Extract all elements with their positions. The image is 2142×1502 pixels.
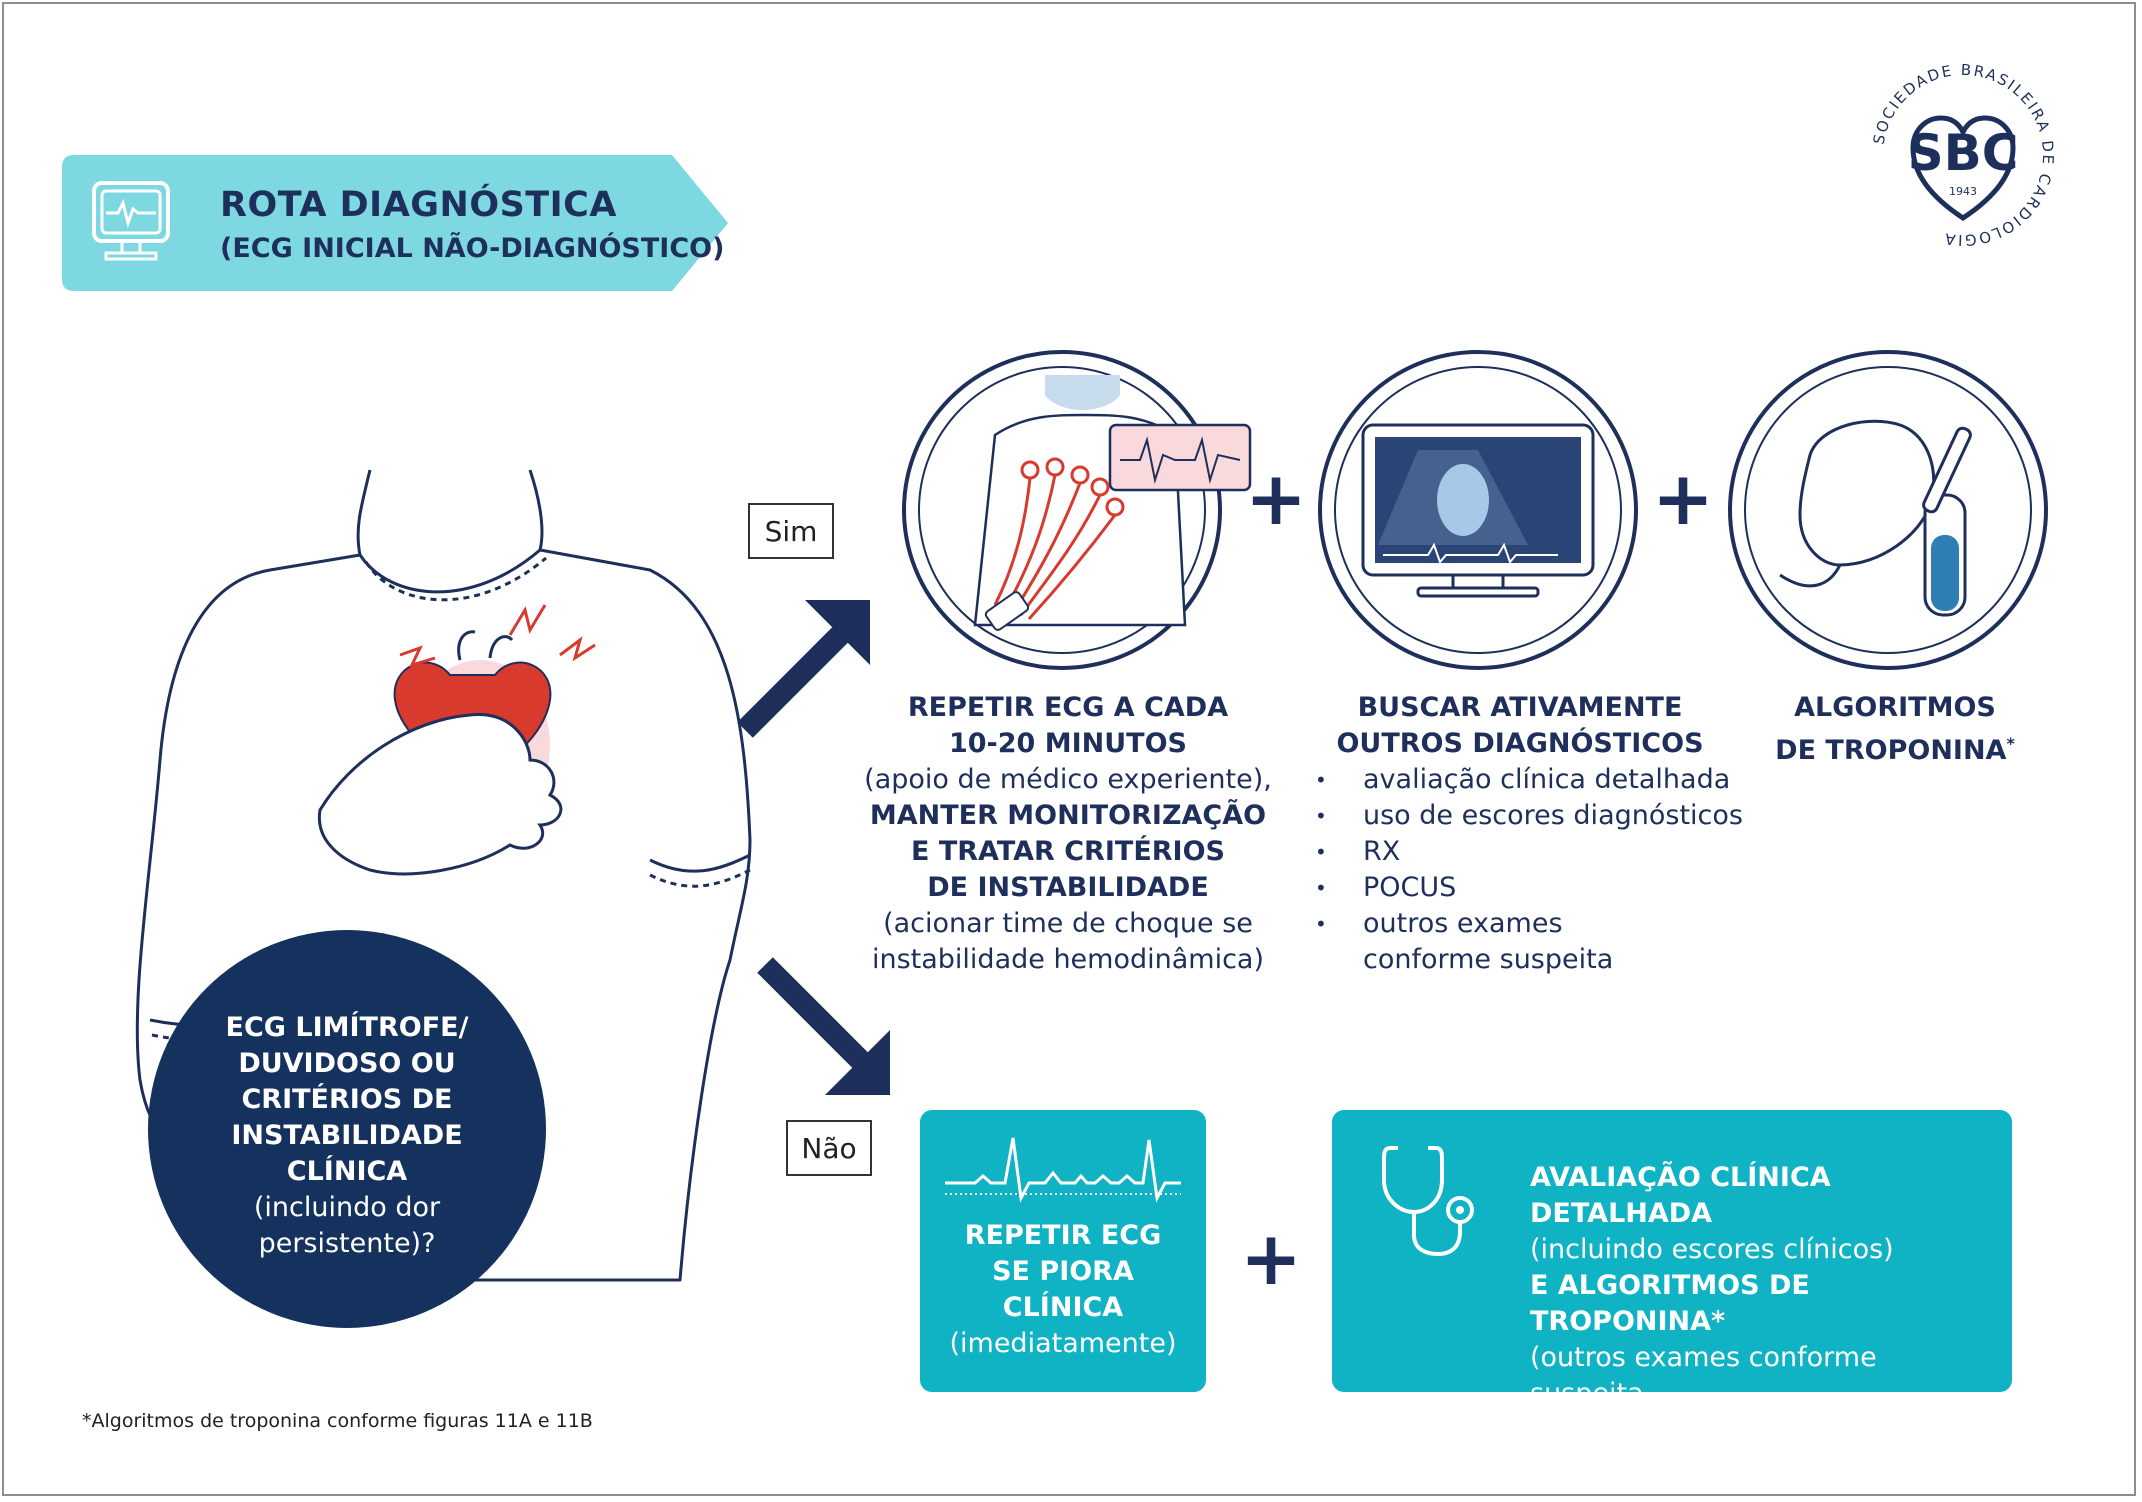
stethoscope-icon xyxy=(1382,1146,1474,1257)
other-diagnoses-list: avaliação clínica detalhada uso de escor… xyxy=(1315,762,1785,978)
sbc-logo: SOCIEDADE BRASILEIRA DE CARDIOLOGIA SBC … xyxy=(1868,60,2058,250)
pain-spark-icon xyxy=(399,604,596,668)
ecg-electrodes-icon xyxy=(973,375,1252,631)
yes-arrow xyxy=(737,600,870,738)
logo-year: 1943 xyxy=(1949,185,1977,198)
ecg-monitor-icon xyxy=(92,181,170,261)
question-text: ECG LIMÍTROFE/ DUVIDOSO OU CRITÉRIOS DE … xyxy=(148,1010,546,1262)
step-heading: BUSCAR ATIVAMENTE xyxy=(1357,692,1683,723)
step-heading: MANTER MONITORIZAÇÃO xyxy=(869,800,1267,831)
repeat-ecg-box xyxy=(920,1110,1206,1392)
box-note: (imediatamente) xyxy=(949,1328,1177,1359)
box-heading: CLÍNICA xyxy=(1002,1292,1124,1323)
plus-icon: + xyxy=(1245,456,1308,542)
list-item: uso de escores diagnósticos xyxy=(1315,798,1785,834)
plus-icon: + xyxy=(1240,1216,1303,1302)
box-heading: AVALIAÇÃO CLÍNICA DETALHADA xyxy=(1530,1162,1831,1229)
repeat-ecg-step: REPETIR ECG A CADA 10-20 MINUTOS (apoio … xyxy=(858,690,1278,978)
list-item: outros exames conforme suspeita xyxy=(1315,906,1693,978)
step-heading: ALGORITMOS xyxy=(1794,692,1996,723)
question-line: DUVIDOSO OU xyxy=(238,1048,456,1079)
clinical-evaluation-text: AVALIAÇÃO CLÍNICA DETALHADA (incluindo e… xyxy=(1530,1160,1990,1448)
list-item: POCUS xyxy=(1315,870,1785,906)
banner-subtitle: (ECG INICIAL NÃO-DIAGNÓSTICO) xyxy=(220,233,725,264)
footnote-mark: * xyxy=(2006,734,2015,753)
footnote: *Algoritmos de troponina conforme figura… xyxy=(82,1410,593,1432)
step-heading: E TRATAR CRITÉRIOS xyxy=(910,836,1225,867)
ultrasound-monitor-icon xyxy=(1361,423,1595,598)
circle-inner-ring xyxy=(918,366,1206,654)
step-note: instabilidade hemodinâmica) xyxy=(871,944,1265,975)
banner-title: ROTA DIAGNÓSTICA xyxy=(220,185,617,225)
question-line: CLÍNICA xyxy=(286,1156,408,1187)
other-diagnoses-heading: BUSCAR ATIVAMENTE OUTROS DIAGNÓSTICOS xyxy=(1300,690,1740,762)
blood-tube-icon xyxy=(1779,419,1972,617)
plus-icon: + xyxy=(1652,456,1715,542)
step-note: (apoio de médico experiente), xyxy=(864,764,1272,795)
step-heading: REPETIR ECG A CADA xyxy=(907,692,1229,723)
box-note: (incluindo escores clínicos) xyxy=(1530,1234,1894,1265)
box-note: diagnóstica) xyxy=(1530,1414,1697,1445)
circle-inner-ring xyxy=(1334,366,1622,654)
step-heading: OUTROS DIAGNÓSTICOS xyxy=(1336,728,1704,759)
list-item: RX xyxy=(1315,834,1785,870)
route-banner: ROTA DIAGNÓSTICA (ECG INICIAL NÃO-DIAGNÓ… xyxy=(62,155,728,291)
troponin-step: ALGORITMOS DE TROPONINA* xyxy=(1740,690,2050,769)
step-note: (acionar time de choque se xyxy=(883,908,1253,939)
yes-label: Sim xyxy=(748,503,834,559)
no-label: Não xyxy=(786,1120,872,1176)
box-heading: SE PIORA xyxy=(992,1256,1134,1287)
list-item: avaliação clínica detalhada xyxy=(1315,762,1785,798)
question-tail: (incluindo dor xyxy=(253,1192,441,1223)
step-heading: 10-20 MINUTOS xyxy=(948,728,1187,759)
no-arrow xyxy=(757,957,890,1095)
repeat-ecg-text: REPETIR ECG SE PIORA CLÍNICA (imediatame… xyxy=(920,1218,1206,1362)
step-heading: DE INSTABILIDADE xyxy=(927,872,1209,903)
question-line: ECG LIMÍTROFE/ xyxy=(225,1012,469,1043)
logo-abbr: SBC xyxy=(1907,124,2019,182)
box-heading: REPETIR ECG xyxy=(964,1220,1162,1251)
box-heading: E ALGORITMOS DE TROPONINA* xyxy=(1530,1270,1810,1337)
ecg-wave-icon xyxy=(945,1137,1181,1203)
hand-on-chest xyxy=(317,713,563,876)
clinical-evaluation-box xyxy=(1332,1110,2012,1392)
box-note: (outros exames conforme suspeita xyxy=(1530,1342,1877,1409)
question-line: INSTABILIDADE xyxy=(231,1120,463,1151)
question-line: CRITÉRIOS DE xyxy=(241,1084,453,1115)
step-heading: DE TROPONINA xyxy=(1775,735,2007,766)
circle-inner-ring xyxy=(1744,366,2032,654)
question-circle xyxy=(148,930,546,1328)
question-tail: persistente)? xyxy=(258,1228,436,1259)
